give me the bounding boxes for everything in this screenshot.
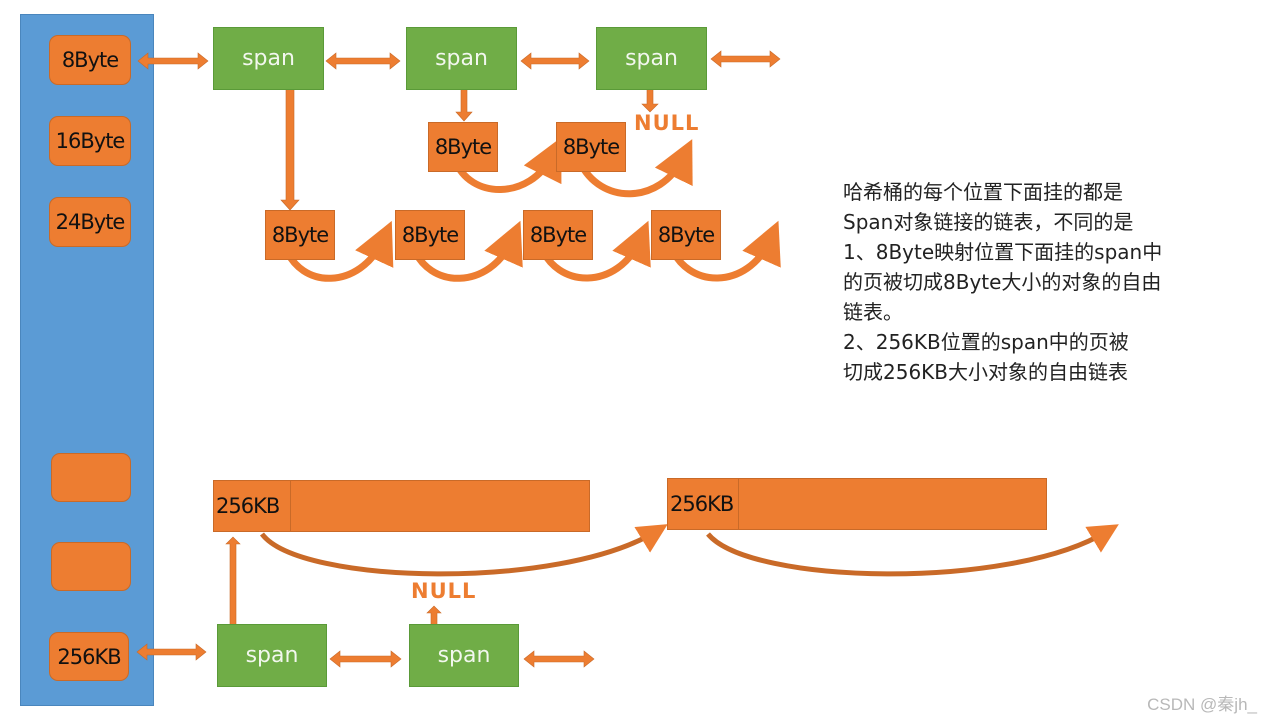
- span-node-2: span: [406, 27, 517, 90]
- null-label-bottom: NULL: [411, 579, 477, 603]
- double-arrow-span2-span3: [520, 52, 590, 70]
- curve-arrow-block1-block2: [260, 524, 668, 577]
- hash-bucket-array: 8Byte 16Byte 24Byte 256KB: [20, 14, 154, 706]
- curve-arrow-obj2a-obj2b: [451, 137, 562, 193]
- span-node-1: span: [213, 27, 324, 90]
- explanation-line: 切成256KB大小对象的自由链表: [843, 360, 1129, 384]
- explanation-line: 哈希桶的每个位置下面挂的都是: [843, 180, 1123, 204]
- double-arrow-bucket256-span: [136, 643, 207, 661]
- span-node-3: span: [596, 27, 707, 90]
- arrow-bspan1-up: [225, 536, 241, 626]
- double-arrow-bucket-span1: [137, 52, 209, 70]
- curve-arrow-obj2b-null: [576, 139, 693, 198]
- object-8byte: 8Byte: [395, 210, 465, 260]
- bucket-empty-2: [51, 542, 131, 591]
- object-256kb-block-2: 256KB: [667, 478, 1047, 530]
- object-256kb-label: 256KB: [668, 479, 739, 529]
- span-node-256kb-2: span: [409, 624, 519, 687]
- object-8byte: 8Byte: [651, 210, 721, 260]
- object-256kb-block-1: 256KB: [213, 480, 590, 532]
- span-node-256kb-1: span: [217, 624, 327, 687]
- explanation-line: 的页被切成8Byte大小的对象的自由: [843, 270, 1162, 294]
- double-arrow-span1-span2: [325, 52, 401, 70]
- explanation-line: 1、8Byte映射位置下面挂的span中: [843, 240, 1163, 264]
- explanation-line: 2、256KB位置的span中的页被: [843, 330, 1129, 354]
- curve-arrow-block2-next: [706, 524, 1119, 577]
- watermark: CSDN @秦jh_: [1147, 695, 1257, 714]
- explanation-line: Span对象链接的链表，不同的是: [843, 210, 1134, 234]
- explanation-line: 链表。: [843, 300, 903, 324]
- double-arrow-span3-next: [710, 50, 781, 68]
- object-8byte: 8Byte: [523, 210, 593, 260]
- double-arrow-bspan1-bspan2: [329, 650, 402, 668]
- object-8byte: 8Byte: [556, 122, 626, 172]
- object-8byte: 8Byte: [265, 210, 335, 260]
- bucket-24byte: 24Byte: [49, 197, 131, 247]
- object-8byte: 8Byte: [428, 122, 498, 172]
- bucket-16byte: 16Byte: [49, 116, 131, 166]
- null-label-top: NULL: [634, 111, 700, 135]
- double-arrow-bspan2-next: [523, 650, 595, 668]
- object-256kb-label: 256KB: [214, 481, 291, 531]
- bucket-8byte: 8Byte: [49, 35, 131, 85]
- explanation-text: 哈希桶的每个位置下面挂的都是 Span对象链接的链表，不同的是 1、8Byte映…: [843, 177, 1253, 387]
- bucket-empty-1: [51, 453, 131, 502]
- arrow-span1-down: [280, 82, 300, 211]
- bucket-256kb: 256KB: [49, 632, 129, 681]
